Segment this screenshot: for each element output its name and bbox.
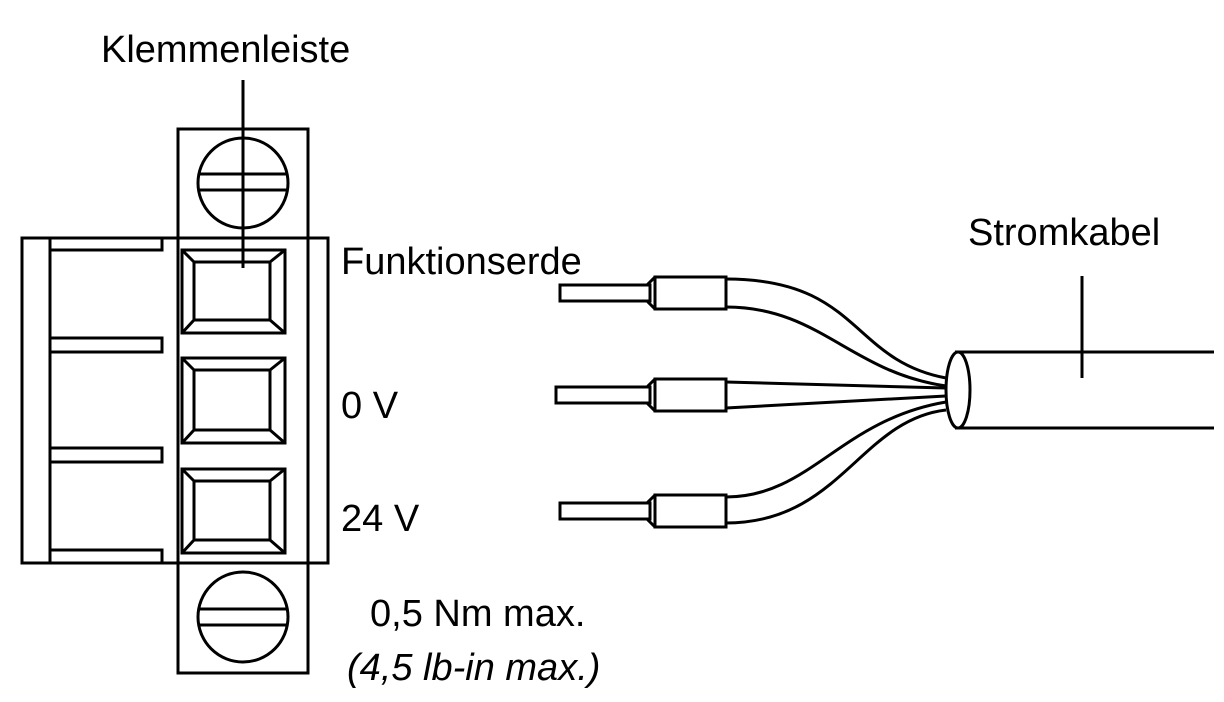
wire-0v: [725, 380, 947, 390]
zero-volt-label: 0 V: [341, 385, 399, 427]
terminal-block: [20, 80, 330, 675]
ferrule-24v: [558, 493, 728, 529]
lower-screw-flange: [176, 561, 310, 675]
wire-functional-earth: [725, 277, 947, 380]
terminal-slot-0v: [180, 356, 287, 445]
terminal-block-outer-frame: [20, 236, 330, 565]
terminal-slot-functional-earth: [180, 248, 287, 335]
functional-earth-label: Funktionserde: [341, 241, 582, 283]
ferrule-functional-earth: [558, 275, 728, 311]
wire-24v: [725, 400, 947, 499]
terminal-block-label: Klemmenleiste: [101, 29, 350, 71]
lower-screw-icon: [196, 570, 290, 664]
power-cable-label: Stromkabel: [968, 212, 1160, 254]
ferrule-0v: [554, 377, 728, 413]
twenty-four-volt-label: 24 V: [341, 498, 420, 540]
power-cable: [554, 275, 1214, 529]
terminal-slot-24v: [180, 467, 287, 555]
torque-label: 0,5 Nm max.: [370, 593, 585, 635]
torque-imperial-label: (4,5 lb-in max.): [347, 647, 600, 689]
cable-jacket-end: [944, 350, 972, 430]
